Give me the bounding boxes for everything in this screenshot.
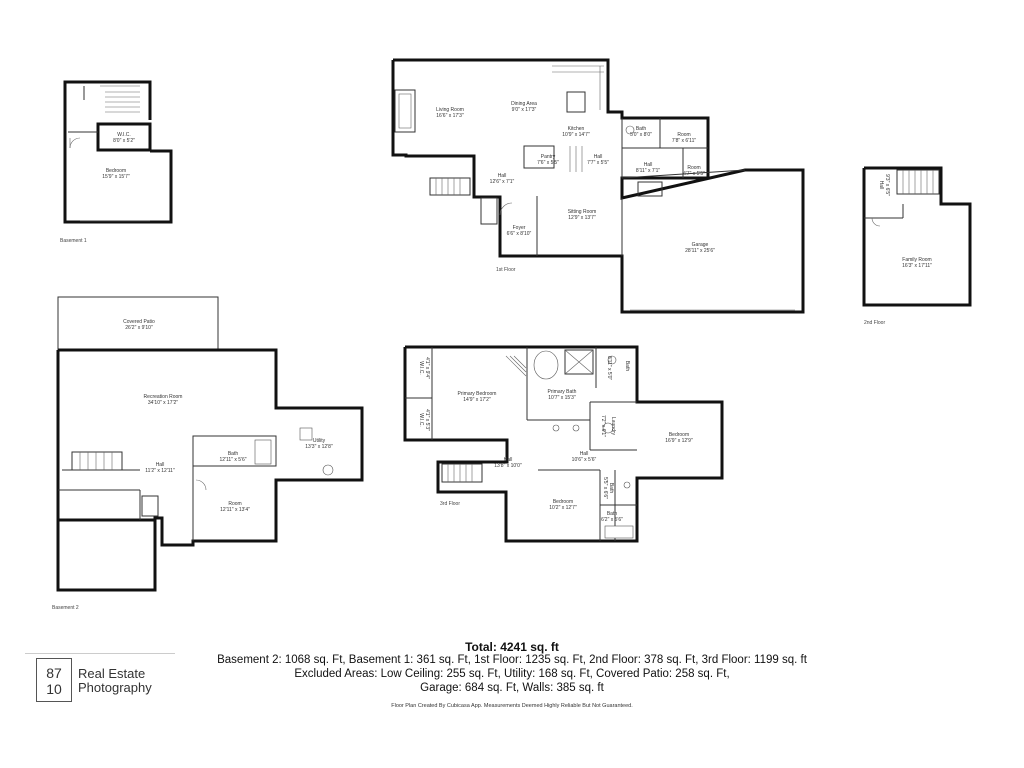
third-room-label: W.I.C. <box>418 413 424 427</box>
first-room-dims: 7'8" x 6'11" <box>672 138 696 144</box>
basement2-room-label: Room <box>228 501 241 507</box>
first-room-dims: 12'9" x 13'7" <box>568 215 596 221</box>
second-room-dims: 9'3" x 6'5" <box>884 174 890 196</box>
third-room-dims: 14'9" x 17'2" <box>463 397 491 403</box>
second-room-label: Hall <box>878 181 884 190</box>
excluded-areas-line-2: Garage: 684 sq. Ft, Walls: 385 sq. ft <box>420 682 604 694</box>
floor-area-breakdown: Basement 2: 1068 sq. Ft, Basement 1: 361… <box>217 654 807 666</box>
logo-divider <box>25 653 175 654</box>
first-room-label: Foyer <box>513 225 526 231</box>
floor-label-basement2: Basement 2 <box>52 605 79 611</box>
floor-label-basement1: Basement 1 <box>60 238 87 244</box>
first-room-dims: 6'6" x 8'10" <box>507 231 532 237</box>
first-room-label: Room <box>687 165 700 171</box>
second-floor-plan: Hall 9'3" x 6'5" Family Room 16'3" x 17'… <box>862 166 972 326</box>
third-floor-plan: W.I.C. 4'1" x 9'4" W.I.C. 4'1" x 5'3" Pr… <box>403 345 724 543</box>
floor-label-second: 2nd Floor <box>864 320 885 326</box>
third-room-dims: 10'6" x 5'6" <box>572 457 597 463</box>
third-room-label: Bath <box>607 511 618 517</box>
third-room-dims: 6'2" x 5'6" <box>601 517 623 523</box>
third-room-label: Primary Bath <box>548 389 577 395</box>
first-room-label: Pantry <box>541 154 556 160</box>
third-room-dims: 4'1" x 5'3" <box>424 409 430 431</box>
basement2-room-dims: 12'11" x 13'4" <box>220 507 250 513</box>
floor-label-third: 3rd Floor <box>440 501 460 507</box>
basement2-room-dims: 26'2" x 9'10" <box>125 325 153 331</box>
third-room-label: Primary Bedroom <box>458 391 497 397</box>
first-room-dims: 7'6" x 5'5" <box>537 160 559 166</box>
third-room-dims: 5'5" x 6'6" <box>602 477 608 499</box>
basement1-room-dims: 15'9" x 15'7" <box>102 174 130 180</box>
third-room-label: Bedroom <box>553 499 573 505</box>
third-room-dims: 7'2" x 6'1" <box>600 415 606 437</box>
basement2-room-dims: 13'3" x 12'8" <box>305 444 333 450</box>
total-area: Total: 4241 sq. ft <box>465 640 559 654</box>
basement2-room-label: Covered Patio <box>123 319 155 325</box>
excluded-areas-line: Excluded Areas: Low Ceiling: 255 sq. Ft,… <box>294 668 730 680</box>
first-room-label: Living Room <box>436 107 464 113</box>
third-room-label: Bath <box>624 361 630 372</box>
basement2-room-label: Utility <box>313 438 326 444</box>
basement-2-plan: Covered Patio 26'2" x 9'10" Recreation R… <box>52 296 364 611</box>
basement1-room-label: Bedroom <box>106 168 126 174</box>
logo-mark: 87 10 <box>36 658 72 702</box>
first-room-label: Hall <box>594 154 603 160</box>
third-room-dims: 16'9" x 12'9" <box>665 438 693 444</box>
third-room-label: W.I.C. <box>418 361 424 375</box>
first-room-dims: 7'7" x 5'5" <box>587 160 609 166</box>
first-room-dims: 28'11" x 25'6" <box>685 248 715 254</box>
first-room-dims: 4'7" x 5'5" <box>683 171 705 177</box>
first-room-label: Room <box>677 132 690 138</box>
first-room-label: Hall <box>498 173 507 179</box>
basement2-room-label: Hall <box>156 462 165 468</box>
third-room-dims: 10'2" x 12'7" <box>549 505 577 511</box>
third-room-dims: 4'1" x 9'4" <box>424 357 430 379</box>
basement2-room-dims: 11'2" x 12'11" <box>145 468 175 474</box>
third-room-dims: 10'7" x 15'3" <box>548 395 576 401</box>
basement2-room-dims: 34'10" x 17'2" <box>148 400 178 406</box>
first-floor-plan: Living Room 16'6" x 17'3" Dining Area 9'… <box>391 58 805 314</box>
basement2-room-label: Bath <box>228 451 239 457</box>
first-room-dims: 12'6" x 7'1" <box>490 179 515 185</box>
logo-number-top: 87 <box>46 665 62 681</box>
third-room-dims: 8'11" x 5'0" <box>606 356 612 380</box>
basement-1-plan: W.I.C. 8'0" x 5'2" Bedroom 15'9" x 15'7"… <box>60 80 173 244</box>
basement2-room-label: Recreation Room <box>144 394 183 400</box>
first-room-dims: 8'11" x 7'1" <box>636 168 660 174</box>
brand-name-line2: Photography <box>78 680 152 695</box>
first-room-dims: 10'9" x 14'7" <box>562 132 590 138</box>
company-logo: 87 10 Real Estate Photography <box>25 653 175 703</box>
first-room-dims: 16'6" x 17'3" <box>436 113 464 119</box>
first-room-label: Sitting Room <box>568 209 597 215</box>
third-room-label: Bedroom <box>669 432 689 438</box>
second-room-dims: 16'3" x 17'11" <box>902 263 932 269</box>
first-room-label: Hall <box>644 162 653 168</box>
first-room-dims: 9'0" x 17'3" <box>512 107 537 113</box>
brand-name-line1: Real Estate <box>78 666 146 681</box>
third-room-label: Laundry <box>610 417 616 436</box>
first-room-dims: 5'0" x 8'0" <box>630 132 652 138</box>
third-room-label: Hall <box>580 451 589 457</box>
basement2-room-dims: 12'11" x 5'6" <box>219 457 246 463</box>
basement1-room-dims: 8'0" x 5'2" <box>113 138 135 144</box>
first-room-label: Kitchen <box>568 126 585 132</box>
floor-label-first: 1st Floor <box>496 267 516 273</box>
third-room-dims: 13'8" x 10'0" <box>494 463 522 469</box>
floor-plan: W.I.C. 8'0" x 5'2" Bedroom 15'9" x 15'7"… <box>52 58 972 611</box>
third-room-label: Bath <box>608 483 614 494</box>
basement1-room-label: W.I.C. <box>117 132 131 138</box>
second-room-label: Family Room <box>902 257 931 263</box>
logo-number-bottom: 10 <box>46 681 62 697</box>
first-room-label: Bath <box>636 126 647 132</box>
disclaimer: Floor Plan Created By Cubicasa App. Meas… <box>391 703 633 709</box>
third-room-label: Hall <box>504 457 513 463</box>
first-room-label: Garage <box>692 242 709 248</box>
first-room-label: Dining Area <box>511 101 537 107</box>
